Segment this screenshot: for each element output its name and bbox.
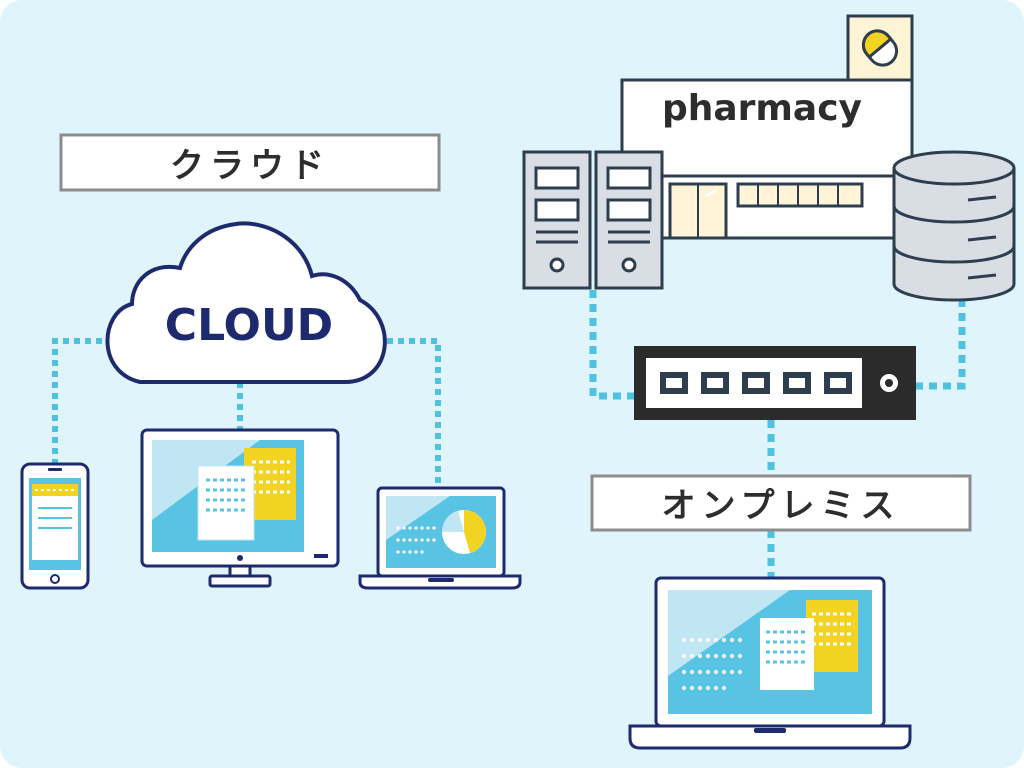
network-switch-icon	[634, 346, 916, 420]
cloud-label-text: CLOUD	[165, 300, 333, 351]
onprem-links	[589, 290, 966, 578]
onprem-heading-text: オンプレミス	[662, 486, 901, 526]
pharmacy-building-icon: pharmacy	[620, 14, 914, 240]
server-tower-icon	[522, 150, 592, 290]
desktop-monitor-icon	[140, 428, 340, 588]
laptop-icon	[358, 486, 522, 590]
laptop-icon	[628, 576, 912, 750]
smartphone-icon	[20, 462, 90, 590]
cloud-heading-box: クラウド	[59, 133, 441, 192]
onprem-heading-box: オンプレミス	[590, 474, 972, 532]
pharmacy-sign-text: pharmacy	[662, 88, 862, 129]
server-tower-icon	[594, 150, 664, 290]
pill-capsule-icon	[861, 29, 899, 67]
cloud-heading-text: クラウド	[170, 146, 330, 186]
cloud-icon: CLOUD	[105, 221, 387, 384]
database-icon	[892, 150, 1016, 302]
